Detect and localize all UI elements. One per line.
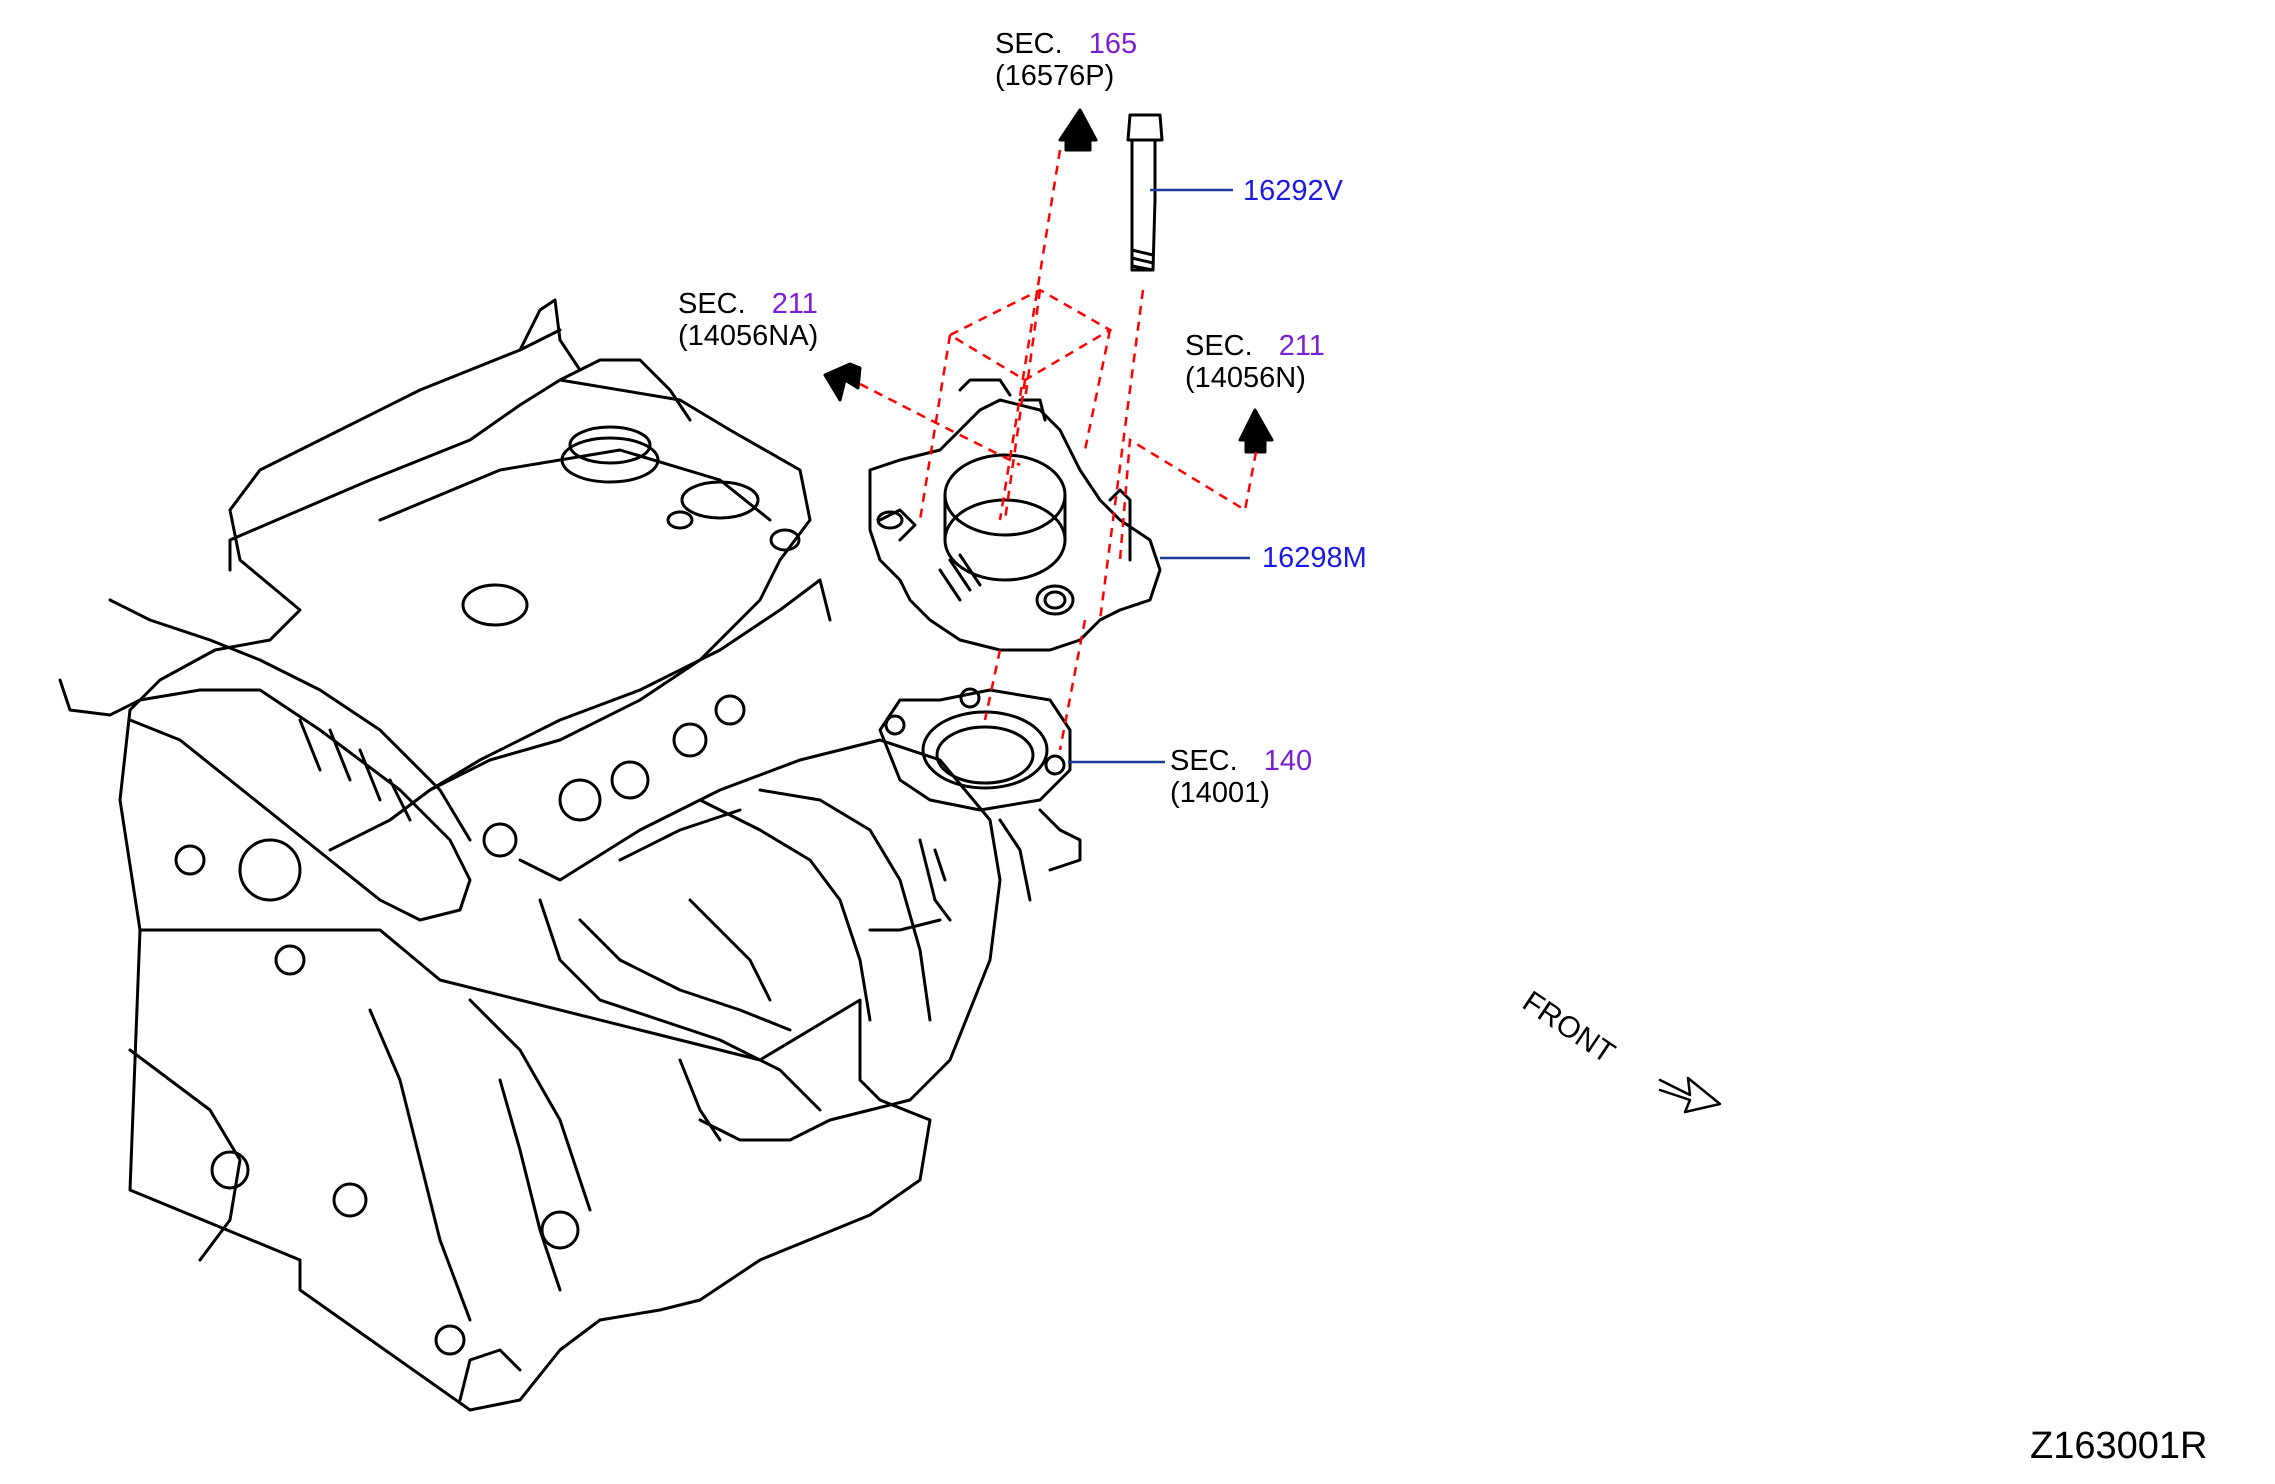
assembly-lines	[859, 149, 1258, 751]
callout-sec-text: SEC.	[995, 28, 1063, 60]
callout-sec211-left[interactable]: SEC. 211 (14056NA)	[678, 288, 818, 352]
diagram-code: Z163001R	[2030, 1425, 2208, 1467]
callout-part-code: (16576P)	[995, 60, 1115, 92]
callout-sec-text: SEC.	[678, 288, 746, 320]
callout-part-code: (14056N)	[1185, 362, 1306, 394]
arrow-sec211-left	[823, 362, 862, 402]
callout-part-code: (14056NA)	[678, 320, 819, 352]
callout-section-number: 211	[1278, 330, 1325, 362]
intake-manifold	[468, 687, 1082, 1212]
callout-sec140[interactable]: SEC. 140 (14001)	[1170, 745, 1312, 809]
front-arrow-icon	[1658, 1076, 1722, 1114]
throttle-body-drawing	[868, 378, 1162, 652]
callout-section-number: 165	[1088, 28, 1138, 60]
callout-sec-text: SEC.	[1170, 745, 1238, 777]
part-label-16298m[interactable]: 16298M	[1262, 542, 1367, 574]
callout-section-number: 140	[1263, 745, 1313, 777]
engine-block	[58, 298, 932, 1412]
callout-sec-text: SEC.	[1185, 330, 1253, 362]
callout-section-number: 211	[771, 288, 818, 320]
callout-sec165[interactable]: SEC. 165 (16576P)	[995, 28, 1137, 92]
bolt-drawing	[1126, 113, 1164, 272]
part-number: 16292V	[1243, 175, 1343, 207]
leader-lines	[1068, 188, 1250, 764]
arrow-sec165	[1058, 108, 1098, 152]
part-label-16292v[interactable]: 16292V	[1243, 175, 1343, 207]
arrow-sec211-right	[1238, 408, 1274, 454]
part-number: 16298M	[1262, 542, 1367, 574]
callout-sec211-right[interactable]: SEC. 211 (14056N)	[1185, 330, 1325, 394]
arrows	[823, 108, 1274, 454]
callout-part-code: (14001)	[1170, 777, 1270, 809]
